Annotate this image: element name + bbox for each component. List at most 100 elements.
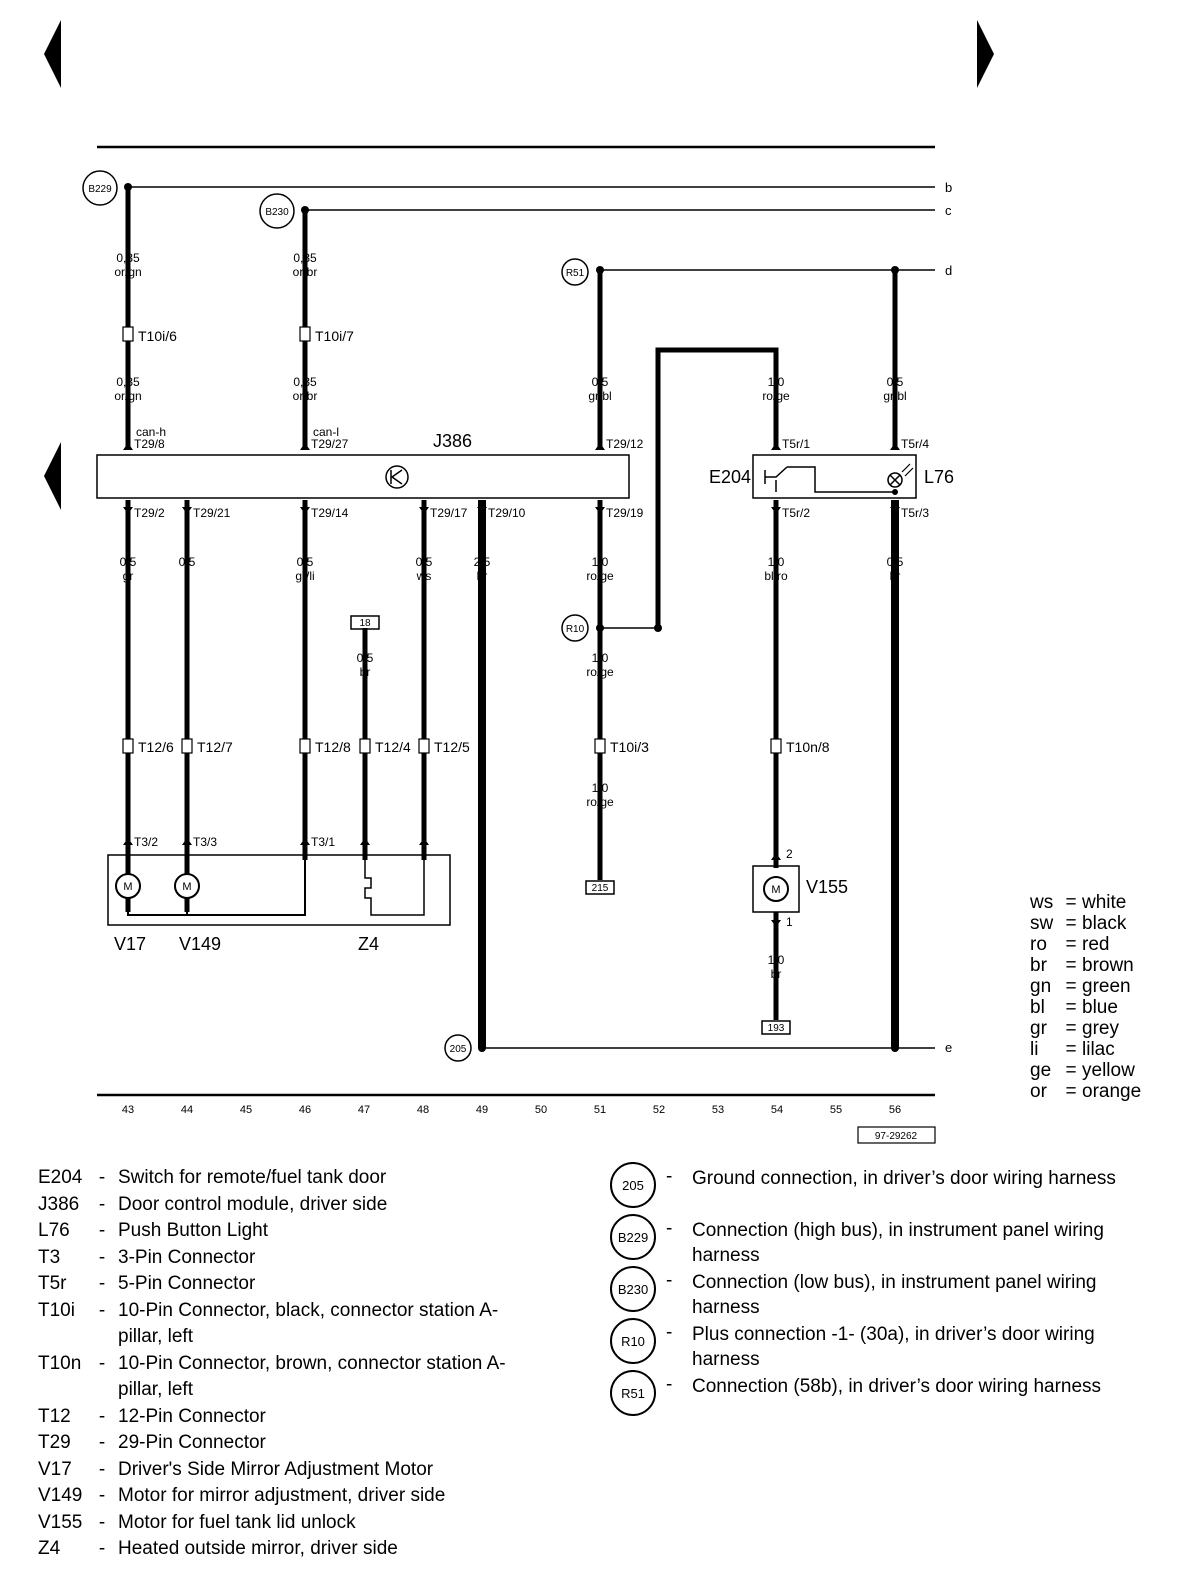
- e204-l76-box: [752, 454, 917, 499]
- svg-text:T5r/1: T5r/1: [782, 437, 810, 451]
- legend-description: Switch for remote/fuel tank door: [118, 1167, 387, 1188]
- legend-description: Ground connection, in driver’s door wiri…: [692, 1168, 1116, 1189]
- legend-description: Motor for fuel tank lid unlock: [118, 1511, 356, 1533]
- svg-text:2,5: 2,5: [474, 555, 491, 569]
- svg-text:T29/2: T29/2: [134, 506, 165, 520]
- connection-symbol: B230: [610, 1266, 656, 1312]
- legend-code: T3: [38, 1246, 61, 1268]
- legend-item: T3 -3-Pin Connector: [38, 1245, 538, 1272]
- equals-sign: =: [1065, 955, 1077, 976]
- legend-dash: -: [98, 1485, 106, 1506]
- svg-text:V17: V17: [114, 934, 146, 954]
- equals-sign: =: [1065, 892, 1077, 913]
- svg-text:e: e: [945, 1040, 952, 1055]
- color-code-row: gr=grey: [1030, 1018, 1141, 1039]
- svg-text:gr: gr: [123, 569, 134, 583]
- equals-sign: =: [1065, 997, 1077, 1018]
- svg-text:T10n/8: T10n/8: [786, 739, 830, 755]
- z4-heater-symbol: [364, 860, 425, 916]
- track-number: 48: [417, 1104, 429, 1116]
- svg-text:B230: B230: [265, 207, 289, 218]
- legend-dash: -: [98, 1538, 106, 1559]
- legend-code: L76: [38, 1220, 70, 1241]
- svg-text:gr/bl: gr/bl: [588, 389, 611, 403]
- color-code-row: ge=yellow: [1030, 1060, 1141, 1081]
- legend-code: T5r: [38, 1273, 67, 1294]
- svg-text:b: b: [945, 180, 952, 195]
- motor-letters: M M M: [123, 881, 780, 896]
- track-number: 47: [358, 1104, 370, 1116]
- legend-description: 12-Pin Connector: [118, 1405, 266, 1427]
- refbox-193: [761, 1020, 791, 1035]
- track-number: 53: [712, 1104, 724, 1116]
- svg-text:T29/14: T29/14: [311, 506, 349, 520]
- track-number: 46: [299, 1104, 311, 1116]
- svg-text:d: d: [945, 263, 952, 278]
- svg-text:T29/8: T29/8: [134, 437, 165, 451]
- color-abbreviation: ws: [1030, 892, 1054, 913]
- next-page-arrow[interactable]: [977, 20, 994, 88]
- j386-module-box: [96, 454, 630, 499]
- svg-text:T10i/7: T10i/7: [315, 328, 354, 344]
- track-number: 54: [771, 1104, 783, 1116]
- pin-arrows: [123, 443, 900, 927]
- doc-number-box: [857, 1126, 936, 1144]
- svg-text:E204: E204: [709, 467, 751, 487]
- svg-text:0,5: 0,5: [592, 375, 609, 389]
- svg-text:18: 18: [359, 618, 371, 629]
- svg-text:L76: L76: [924, 467, 954, 487]
- svg-text:M: M: [771, 884, 780, 896]
- svg-text:M: M: [123, 881, 132, 893]
- legend-dash: -: [98, 1246, 106, 1268]
- svg-text:97-29262: 97-29262: [875, 1131, 918, 1142]
- track-number: 43: [122, 1104, 134, 1116]
- svg-text:T10i/6: T10i/6: [138, 328, 177, 344]
- color-abbreviation: ro: [1030, 934, 1047, 955]
- svg-text:can-l: can-l: [313, 425, 339, 439]
- color-name: lilac: [1082, 1039, 1115, 1060]
- color-name: red: [1082, 934, 1110, 955]
- svg-text:T5r/4: T5r/4: [901, 437, 929, 451]
- legend-dash: -: [98, 1432, 106, 1453]
- legend-description: 29-Pin Connector: [118, 1432, 266, 1453]
- previous-sheet-arrow[interactable]: [44, 442, 61, 510]
- color-code-row: li=lilac: [1030, 1039, 1141, 1060]
- connection-symbol: R51: [610, 1370, 656, 1416]
- legend-dash: -: [98, 1405, 106, 1427]
- svg-text:0,35: 0,35: [116, 251, 140, 265]
- legend-description: 3-Pin Connector: [118, 1246, 256, 1268]
- color-name: orange: [1082, 1081, 1142, 1102]
- svg-text:R10: R10: [566, 624, 585, 635]
- equals-sign: =: [1065, 913, 1077, 934]
- legend-code: T10i: [38, 1299, 75, 1321]
- svg-text:T29/17: T29/17: [430, 506, 468, 520]
- legend-code: V17: [38, 1458, 72, 1480]
- mirror-assembly-box: [107, 854, 451, 926]
- track-number: 56: [889, 1104, 901, 1116]
- connection-symbol: B229: [610, 1214, 656, 1260]
- legend-dash: -: [98, 1273, 106, 1294]
- color-code-row: gn=green: [1030, 976, 1141, 997]
- svg-text:T3/1: T3/1: [311, 835, 335, 849]
- svg-text:0,5: 0,5: [120, 555, 137, 569]
- legend-dash: -: [666, 1322, 673, 1343]
- svg-text:1,0: 1,0: [768, 555, 785, 569]
- svg-text:T3/3: T3/3: [193, 835, 217, 849]
- svg-text:Z4: Z4: [358, 934, 379, 954]
- legend-description: Plus connection -1- (30a), in driver’s d…: [692, 1324, 1095, 1370]
- legend-description: 10-Pin Connector, black, connector stati…: [118, 1299, 499, 1348]
- svg-text:T10i/3: T10i/3: [610, 739, 649, 755]
- svg-text:can-h: can-h: [136, 425, 166, 439]
- legend-code: Z4: [38, 1538, 61, 1559]
- previous-page-arrow[interactable]: [44, 20, 61, 88]
- legend-item: T10n-10-Pin Connector, brown, connector …: [38, 1351, 538, 1404]
- svg-text:0,5: 0,5: [297, 555, 314, 569]
- connector-labels: T10i/6 T10i/7 T12/6 T12/7 T12/8 T12/4 T1…: [138, 328, 830, 755]
- svg-text:bl/ro: bl/ro: [764, 569, 788, 583]
- b229-circle: [82, 170, 118, 206]
- svg-text:c: c: [945, 203, 952, 218]
- legend-description: 10-Pin Connector, brown, connector stati…: [118, 1352, 506, 1401]
- svg-text:T29/10: T29/10: [488, 506, 526, 520]
- svg-text:0,5: 0,5: [357, 651, 374, 665]
